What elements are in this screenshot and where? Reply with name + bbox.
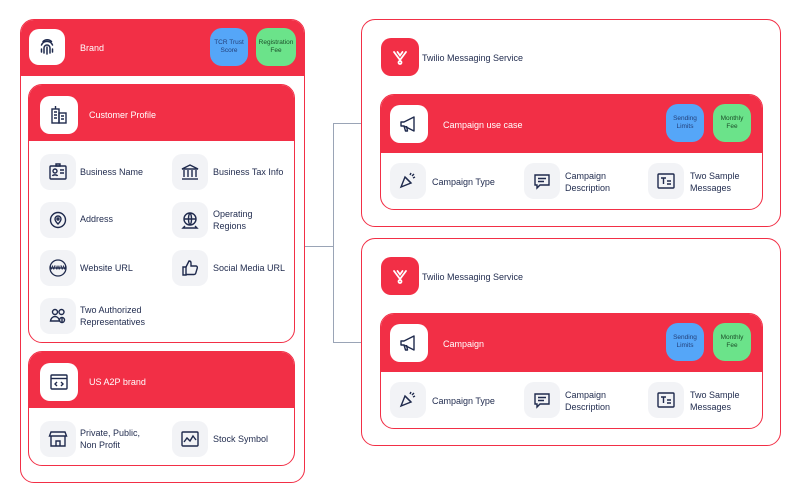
customer-profile-item-label: Business Name: [80, 167, 144, 177]
tcr-trust-score-badge: TCR Trust Score: [210, 28, 248, 66]
campaign-item-label: Two Sample Messages: [690, 171, 740, 193]
code-window-icon: [40, 363, 78, 401]
messages-icon: [648, 163, 684, 199]
svg-text:WWW: WWW: [50, 266, 67, 272]
customer-profile-item-label: Business Tax Info: [213, 167, 284, 177]
description-icon: [524, 163, 560, 199]
messaging-service-title: Twilio Messaging Service: [422, 272, 524, 282]
location-pin-icon: [40, 202, 76, 238]
customer-profile-item-label: Operating Regions: [213, 209, 253, 231]
customer-profile-title: Customer Profile: [89, 110, 157, 120]
messaging-service-title: Twilio Messaging Service: [422, 53, 524, 63]
campaign-header: [381, 95, 762, 153]
twilio-logo-icon: [381, 257, 419, 295]
storefront-icon: [40, 421, 76, 457]
campaign-type-icon: [390, 382, 426, 418]
connector-line: [333, 123, 381, 124]
campaign-item-label: Two Sample Messages: [690, 390, 740, 412]
a2p-brand-item-label: Stock Symbol: [213, 434, 269, 444]
campaign-type-icon: [390, 163, 426, 199]
stock-chart-icon: [172, 421, 208, 457]
www-icon: WWW: [40, 250, 76, 286]
sending-limits-badge: Sending Limits: [666, 323, 704, 361]
megaphone-icon: [390, 105, 428, 143]
us-a2p-brand-title: US A2P brand: [89, 377, 146, 387]
connector-line: [333, 123, 334, 342]
connector-line: [333, 342, 381, 343]
campaign-item-label: Campaign Type: [432, 396, 495, 406]
monthly-fee-badge: Monthly Fee: [713, 323, 751, 361]
campaign-item-label: Campaign Description: [565, 390, 611, 412]
campaign-header: [381, 314, 762, 372]
twilio-logo-icon: [381, 38, 419, 76]
description-icon: [524, 382, 560, 418]
monthly-fee-badge: Monthly Fee: [713, 104, 751, 142]
bank-icon: [172, 154, 208, 190]
registration-fee-badge: Registration Fee: [256, 28, 296, 66]
a2p-brand-item-label: Private, Public, Non Profit: [80, 428, 141, 450]
customer-profile-item-label: Address: [80, 214, 114, 224]
brand-title: Brand: [80, 43, 105, 53]
campaign-title: Campaign: [443, 339, 485, 349]
megaphone-icon: [390, 324, 428, 362]
campaign-item-label: Campaign Description: [565, 171, 611, 193]
campaign-item-label: Campaign Type: [432, 177, 495, 187]
connector-line: [305, 246, 333, 247]
globe-icon: [172, 202, 208, 238]
building-icon: [40, 96, 78, 134]
fingerprint-icon: [29, 29, 65, 65]
sending-limits-badge: Sending Limits: [666, 104, 704, 142]
thumbs-up-icon: [172, 250, 208, 286]
id-card-icon: [40, 154, 76, 190]
customer-profile-item-label: Website URL: [80, 263, 133, 273]
campaign-title: Campaign use case: [443, 120, 523, 130]
customer-profile-item-label: Two Authorized Representatives: [80, 305, 146, 327]
people-icon: [40, 298, 76, 334]
customer-profile-item-label: Social Media URL: [213, 263, 286, 273]
messages-icon: [648, 382, 684, 418]
